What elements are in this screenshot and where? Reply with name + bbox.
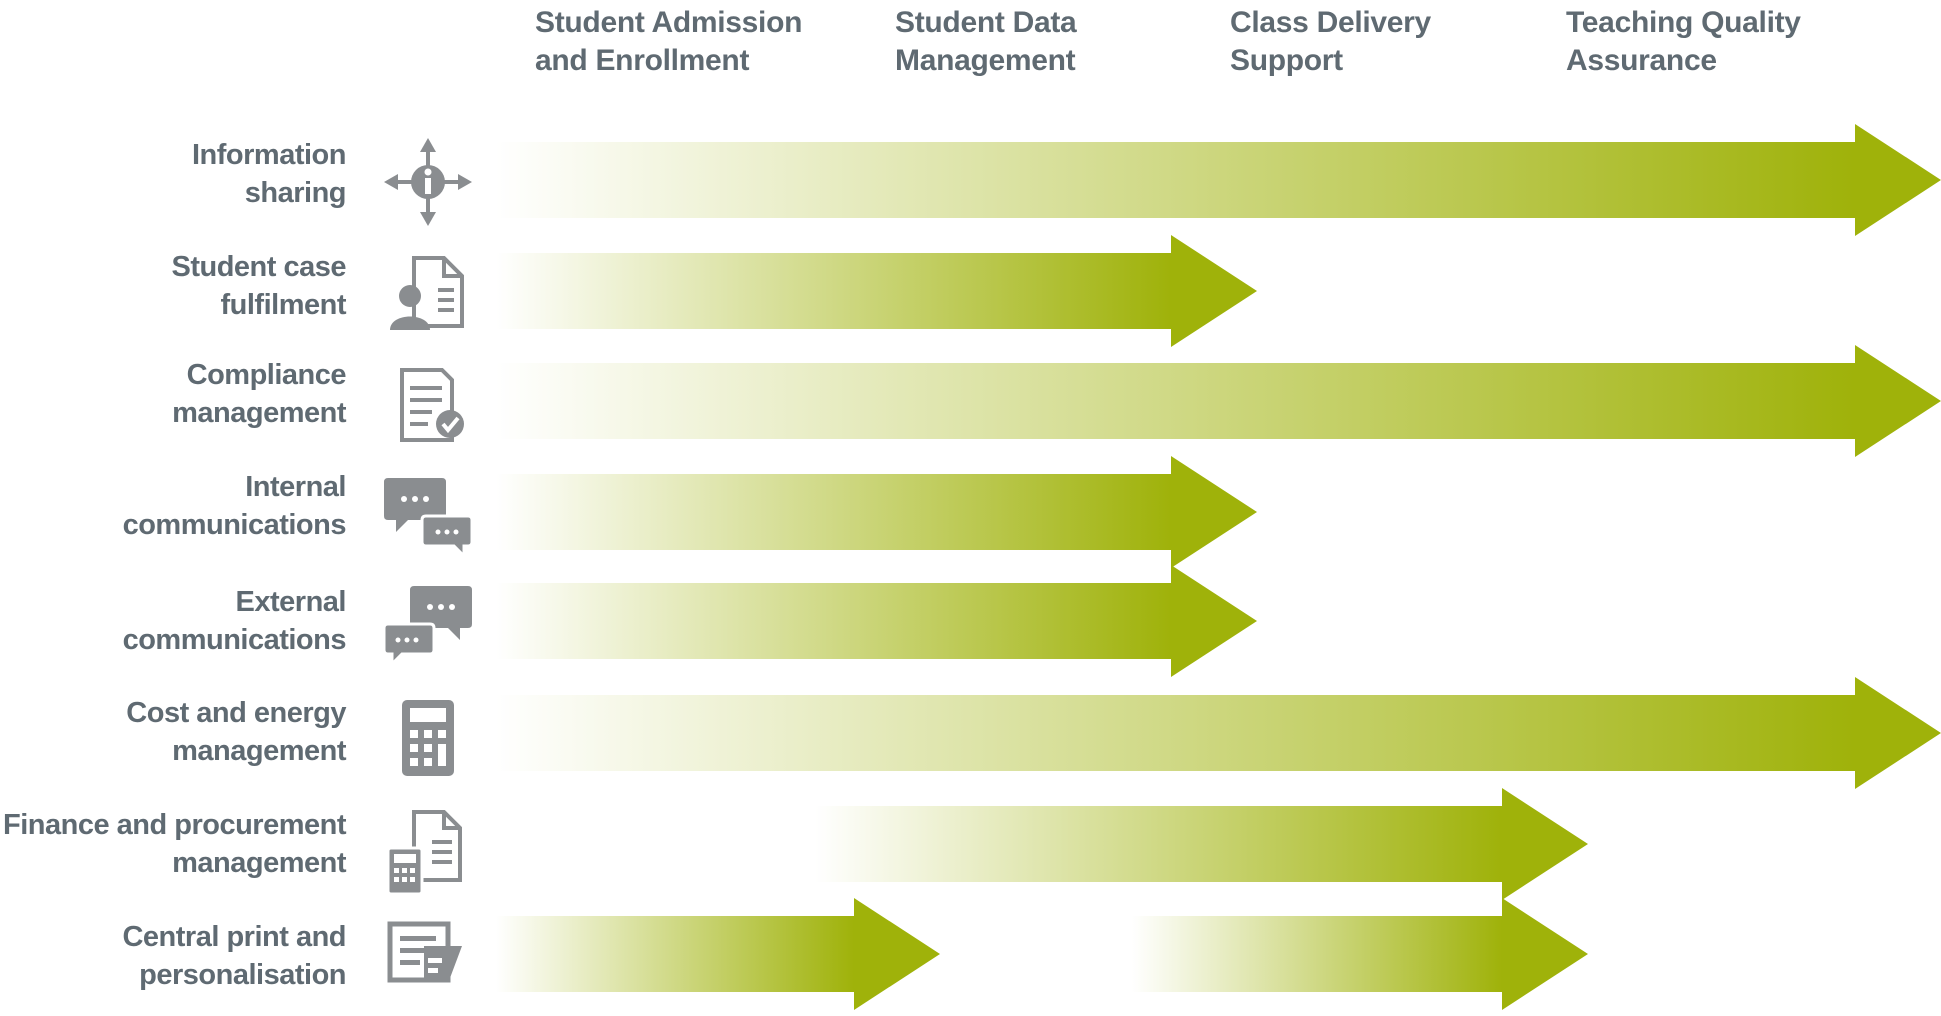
- row-label-line: External: [235, 586, 347, 618]
- chat-bubbles-icon: [380, 466, 476, 562]
- column-header-line: Class Delivery: [1230, 6, 1431, 39]
- column-header-teaching-quality: Teaching Quality Assurance: [1566, 4, 1801, 80]
- printer-icon: [380, 912, 476, 1008]
- row-label-central-print: Central print and personalisation: [0, 918, 346, 994]
- row-label-internal-communications: Internal communications: [0, 468, 347, 544]
- calculator-icon: [380, 692, 476, 788]
- row-label-line: management: [172, 397, 346, 429]
- capability-arrow: [815, 788, 1588, 900]
- column-header-line: Student Admission: [535, 6, 803, 39]
- column-header-line: Assurance: [1566, 44, 1717, 77]
- capability-arrow: [1132, 898, 1588, 1010]
- student-record-icon: [380, 246, 476, 342]
- row-label-line: Central print and: [122, 921, 346, 953]
- chat-bubbles-reverse-icon: [380, 578, 476, 674]
- row-label-line: Compliance: [186, 359, 347, 391]
- row-label-compliance: Compliance management: [0, 356, 346, 432]
- row-label-line: Student case: [171, 251, 347, 283]
- row-label-cost-energy: Cost and energy management: [0, 694, 346, 770]
- row-label-line: Information: [192, 139, 347, 171]
- column-header-data-management: Student Data Management: [895, 4, 1077, 80]
- column-header-line: and Enrollment: [535, 44, 750, 77]
- row-label-line: Finance and procurement: [2, 809, 347, 841]
- column-header-line: Teaching Quality: [1566, 6, 1801, 39]
- row-label-finance-procurement: Finance and procurement management: [0, 806, 347, 882]
- row-label-line: Internal: [245, 471, 346, 503]
- capability-arrow: [496, 677, 1941, 789]
- row-label-line: management: [172, 735, 346, 767]
- capability-arrow: [496, 565, 1257, 677]
- compliance-document-icon: [380, 356, 476, 452]
- row-label-student-case: Student case fulfilment: [0, 248, 347, 324]
- column-header-admission: Student Admission and Enrollment: [535, 4, 802, 80]
- information-move-icon: [380, 134, 476, 230]
- row-label-external-communications: External communications: [0, 583, 347, 659]
- column-header-class-delivery: Class Delivery Support: [1230, 4, 1431, 80]
- capability-arrow: [496, 456, 1257, 568]
- row-label-line: communications: [122, 624, 347, 656]
- row-label-line: communications: [122, 509, 347, 541]
- capability-arrow: [496, 124, 1941, 236]
- row-label-line: sharing: [244, 177, 347, 209]
- capability-arrow: [496, 898, 940, 1010]
- capability-arrow: [496, 235, 1257, 347]
- row-label-line: management: [172, 847, 346, 879]
- column-header-line: Student Data: [895, 6, 1077, 39]
- column-header-line: Support: [1230, 44, 1343, 77]
- calculator-document-icon: [380, 802, 476, 898]
- column-header-line: Management: [895, 44, 1076, 77]
- row-label-line: personalisation: [139, 959, 346, 991]
- capability-arrow: [496, 345, 1941, 457]
- row-label-line: fulfilment: [220, 289, 347, 321]
- row-label-line: Cost and energy: [126, 697, 346, 729]
- row-label-information-sharing: Information sharing: [0, 136, 347, 212]
